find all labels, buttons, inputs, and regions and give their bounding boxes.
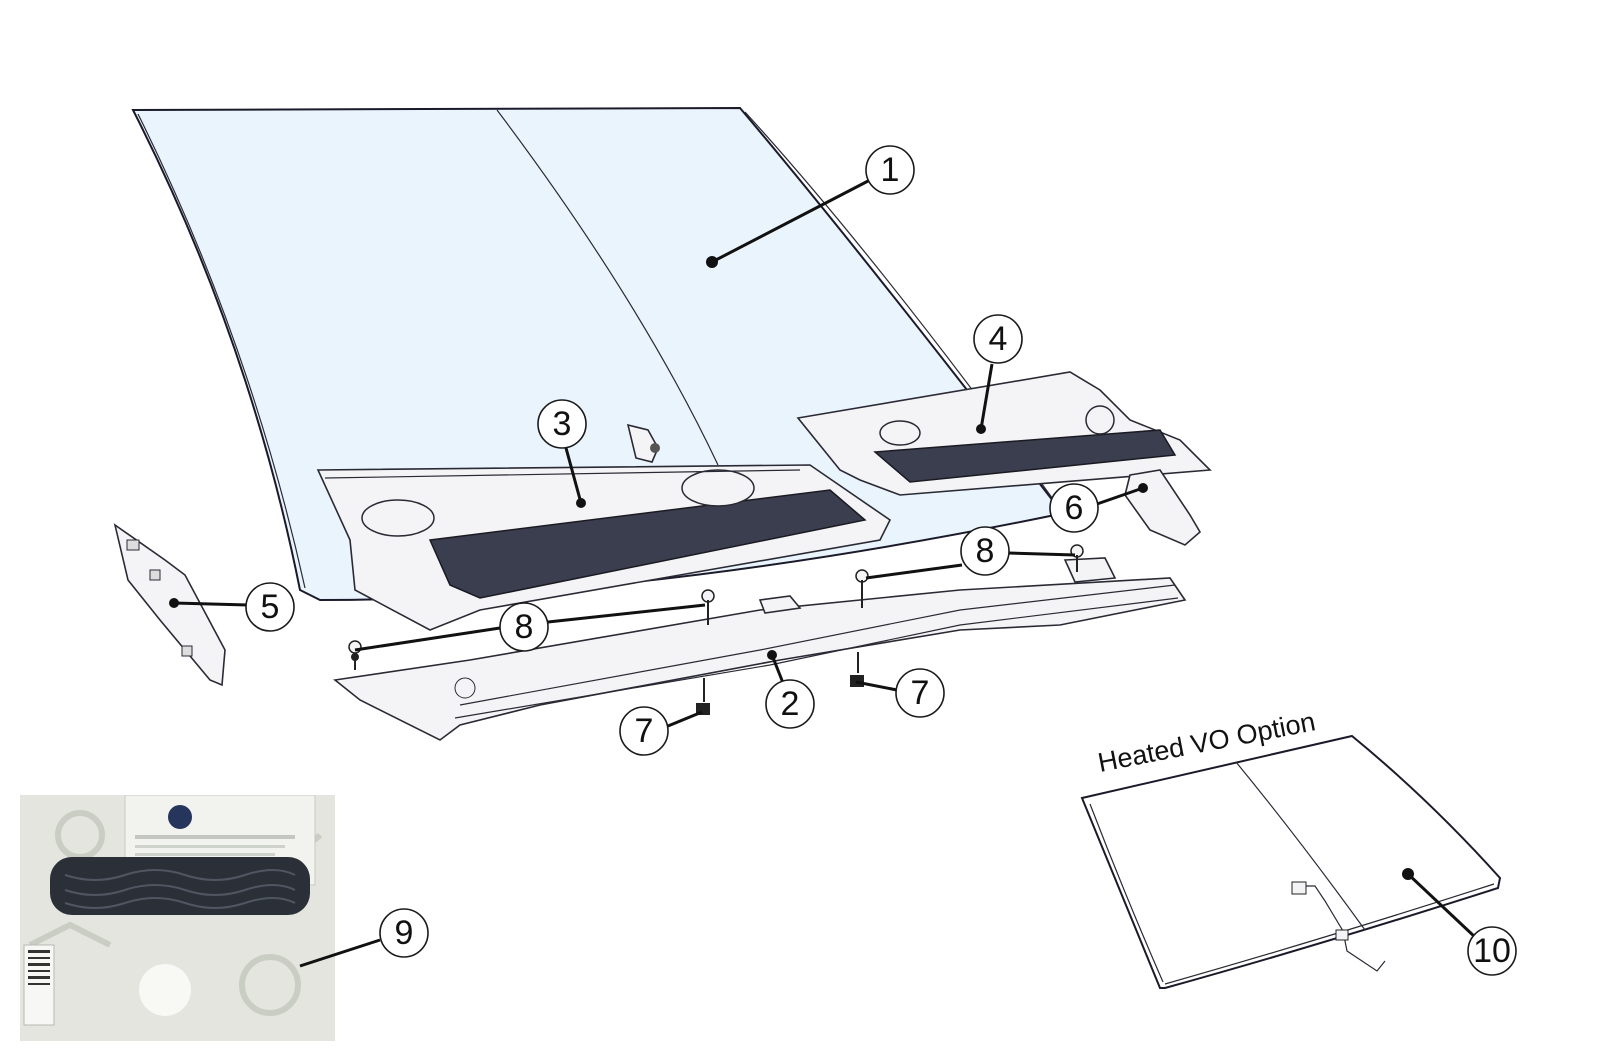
callout-3-label: 3 <box>553 405 572 443</box>
sensor-bracket <box>626 423 660 463</box>
callout-4-label: 4 <box>989 320 1008 358</box>
callout-6: 6 <box>1049 483 1099 533</box>
callout-8-right: 8 <box>960 526 1010 576</box>
callout-9: 9 <box>379 908 429 958</box>
callout-2-label: 2 <box>781 685 800 723</box>
callout-7-right: 7 <box>895 668 945 718</box>
fastener-8-a <box>348 640 362 670</box>
callout-7-left-label: 7 <box>635 712 654 750</box>
callout-5: 5 <box>245 582 295 632</box>
bracket-part-6 <box>1124 469 1202 546</box>
heated-windshield <box>1080 734 1502 989</box>
callout-1-label: 1 <box>881 151 900 189</box>
cowl-cross-member <box>333 557 1187 741</box>
callout-2: 2 <box>765 679 815 729</box>
fastener-8-c <box>855 569 869 608</box>
callout-10-label: 10 <box>1473 932 1511 970</box>
fastener-8-b <box>701 589 715 625</box>
callout-4: 4 <box>973 314 1023 364</box>
callout-9-label: 9 <box>395 914 414 952</box>
callout-7-left: 7 <box>619 706 669 756</box>
clip-7-a <box>696 678 710 715</box>
callout-8-right-label: 8 <box>976 532 995 570</box>
cowl-panel-right <box>796 371 1212 496</box>
callout-8-left: 8 <box>499 602 549 652</box>
repair-kit-photo <box>20 795 335 1041</box>
callout-6-label: 6 <box>1065 489 1084 527</box>
repair-kit-illustration <box>20 795 335 1041</box>
callout-3: 3 <box>537 399 587 449</box>
callout-7-right-label: 7 <box>911 674 930 712</box>
leader-lines <box>169 178 1478 968</box>
callout-1: 1 <box>865 145 915 195</box>
cowl-panel-left <box>316 464 892 631</box>
callout-10: 10 <box>1467 926 1517 976</box>
callout-5-label: 5 <box>261 588 280 626</box>
callout-8-left-label: 8 <box>515 608 534 646</box>
